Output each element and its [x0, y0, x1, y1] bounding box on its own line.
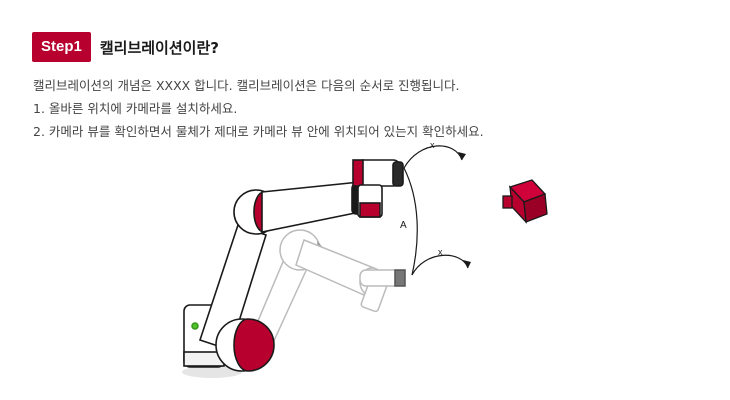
- robot-arm-main: [183, 159, 404, 372]
- step-title: 캘리브레이션이란?: [99, 38, 219, 57]
- target-object-cube: [502, 179, 548, 224]
- robot-arm-illustration: x A x: [182, 140, 548, 378]
- arrow-head-icon: [463, 260, 471, 268]
- point-label-a: A: [400, 220, 407, 231]
- step-header: Step1 캘리브레이션이란?: [32, 32, 219, 62]
- robot-arm-ghost: [251, 229, 406, 347]
- motion-arrows: [403, 145, 469, 276]
- description-step-2: 2. 카메라 뷰를 확인하면서 물체가 제대로 카메라 뷰 안에 위치되어 있는…: [33, 124, 484, 139]
- description-step-1: 1. 올바른 위치에 카메라를 설치하세요.: [33, 101, 238, 116]
- axis-label-x-bottom: x: [438, 247, 443, 257]
- step-badge: Step1: [32, 32, 91, 62]
- description-intro: 캘리브레이션의 개념은 XXXX 합니다. 캘리브레이션은 다음의 순서로 진행…: [33, 78, 460, 93]
- status-led-icon: [191, 322, 199, 330]
- arrow-head-icon: [458, 152, 466, 160]
- axis-label-x-top: x: [430, 140, 435, 150]
- description: 캘리브레이션의 개념은 XXXX 합니다. 캘리브레이션은 다음의 순서로 진행…: [33, 74, 484, 143]
